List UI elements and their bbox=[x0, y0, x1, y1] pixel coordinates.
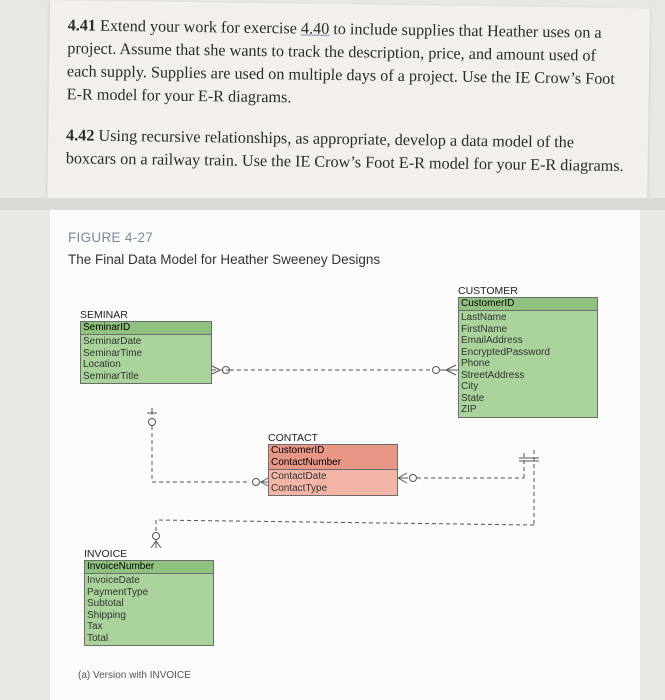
attribute: Shipping bbox=[87, 609, 126, 621]
entity-contact[interactable]: CONTACT CustomerID ContactNumber Contact… bbox=[268, 432, 398, 496]
attribute: ContactType bbox=[271, 482, 328, 494]
attribute: Subtotal bbox=[87, 598, 124, 609]
exercise-text: Using recursive relationships, as approp… bbox=[65, 126, 624, 176]
attribute-list: InvoiceDate PaymentType Subtotal Shippin… bbox=[85, 574, 213, 645]
figure-title: The Final Data Model for Heather Sweeney… bbox=[68, 252, 381, 267]
attribute: City bbox=[461, 381, 479, 392]
attribute: Total bbox=[87, 632, 109, 644]
entity-box: SeminarID SeminarDate SeminarTime Locati… bbox=[80, 321, 212, 384]
entity-name: CONTACT bbox=[268, 432, 318, 444]
exercise-reference-link[interactable]: 4.40 bbox=[300, 19, 330, 38]
attribute: PaymentType bbox=[87, 586, 149, 598]
attribute: Phone bbox=[461, 358, 490, 369]
attribute: ZIP bbox=[461, 404, 477, 415]
attribute: EncryptedPassword bbox=[461, 346, 550, 358]
entity-name: SEMINAR bbox=[80, 309, 128, 321]
attribute: State bbox=[461, 392, 485, 404]
attribute: FirstName bbox=[461, 323, 508, 335]
attribute-list: LastName FirstName EmailAddress Encrypte… bbox=[459, 311, 597, 417]
attribute: EmailAddress bbox=[461, 335, 523, 346]
primary-key: CustomerID bbox=[459, 298, 597, 311]
exercise-4-41: 4.41 Extend your work for exercise 4.40 … bbox=[67, 14, 628, 114]
entity-name: INVOICE bbox=[84, 548, 128, 560]
figure-caption: (a) Version with INVOICE bbox=[78, 670, 191, 681]
primary-key: SeminarID bbox=[81, 322, 211, 335]
exercise-text: Extend your work for exercise bbox=[95, 16, 302, 38]
entity-customer[interactable]: CUSTOMER CustomerID LastName FirstName E… bbox=[458, 285, 598, 418]
attribute: Location bbox=[83, 359, 121, 370]
attribute-list: SeminarDate SeminarTime Location Seminar… bbox=[81, 335, 211, 383]
attribute: InvoiceDate bbox=[87, 575, 140, 586]
attribute: SeminarTitle bbox=[83, 370, 139, 382]
exercise-number: 4.41 bbox=[67, 16, 97, 35]
primary-key: ContactNumber bbox=[269, 457, 397, 470]
entity-seminar[interactable]: SEMINAR SeminarID SeminarDate SeminarTim… bbox=[80, 309, 212, 384]
page-divider bbox=[0, 198, 665, 210]
attribute-list: ContactDate ContactType bbox=[269, 470, 397, 495]
attribute: ContactDate bbox=[271, 471, 327, 482]
entity-box: CustomerID LastName FirstName EmailAddre… bbox=[458, 297, 598, 418]
attribute: LastName bbox=[461, 312, 507, 323]
primary-key: CustomerID bbox=[269, 445, 397, 457]
figure-panel: FIGURE 4-27 The Final Data Model for Hea… bbox=[50, 210, 640, 700]
entity-box: InvoiceNumber InvoiceDate PaymentType Su… bbox=[84, 560, 214, 646]
exercise-number: 4.42 bbox=[65, 126, 95, 145]
figure-number: FIGURE 4-27 bbox=[68, 230, 154, 245]
attribute: StreetAddress bbox=[461, 369, 525, 381]
exercise-4-42: 4.42 Using recursive relationships, as a… bbox=[66, 124, 627, 178]
attribute: SeminarTime bbox=[83, 347, 143, 359]
textbook-page-top: 4.41 Extend your work for exercise 4.40 … bbox=[47, 0, 650, 207]
attribute: SeminarDate bbox=[83, 336, 142, 347]
entity-box: CustomerID ContactNumber ContactDate Con… bbox=[268, 444, 398, 496]
entity-name: CUSTOMER bbox=[458, 285, 518, 297]
primary-key: InvoiceNumber bbox=[85, 561, 213, 574]
entity-invoice[interactable]: INVOICE InvoiceNumber InvoiceDate Paymen… bbox=[84, 548, 214, 646]
attribute: Tax bbox=[87, 621, 103, 632]
relationship-lines bbox=[147, 364, 539, 549]
